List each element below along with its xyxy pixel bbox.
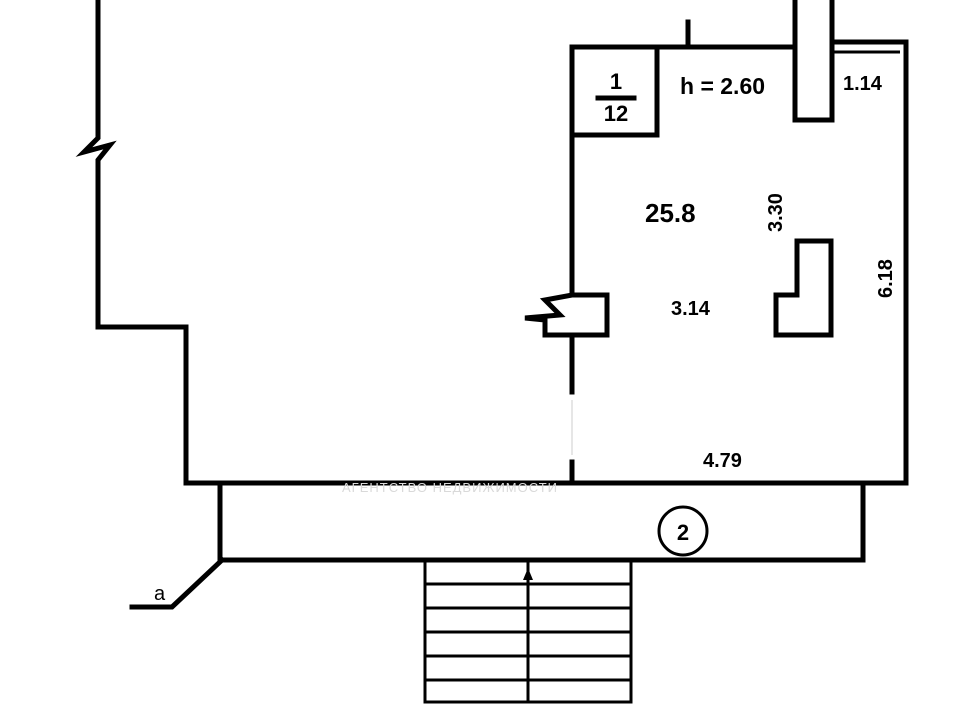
dimension-inner-width: 3.14 — [671, 298, 711, 320]
room-label-numerator: 1 — [610, 69, 622, 94]
dimension-top-right: 1.14 — [843, 73, 883, 95]
wall-break-zigzag — [524, 292, 575, 338]
vent-shaft — [792, 0, 835, 123]
balcony-number: 2 — [677, 520, 689, 545]
watermark: АГЕНТСТВО НЕДВИЖИМОСТИ — [342, 480, 558, 495]
section-marker-line — [129, 556, 226, 610]
section-mark: а — [154, 583, 166, 605]
room-label-denominator: 12 — [604, 101, 628, 126]
stair-arrow-icon — [523, 568, 533, 580]
wall-break-piece — [569, 292, 610, 338]
stairs — [423, 558, 633, 704]
ceiling-height: h = 2.60 — [680, 73, 765, 99]
small-room-box — [569, 44, 660, 138]
room-top-right-wall — [830, 39, 909, 486]
dimension-vertical-inner: 3.30 — [765, 193, 787, 232]
dimension-bottom: 4.79 — [703, 450, 742, 472]
left-outer-wall — [75, 0, 223, 486]
room-area: 25.8 — [645, 198, 696, 228]
interior-column — [773, 238, 834, 338]
balcony-number-circle — [657, 505, 709, 557]
dimension-right-side: 6.18 — [875, 259, 897, 298]
